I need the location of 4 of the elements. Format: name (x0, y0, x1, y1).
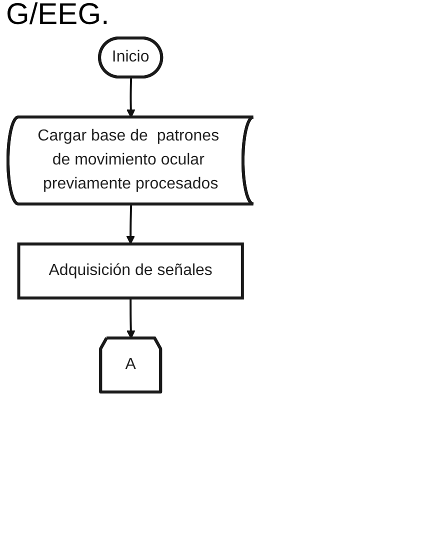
arrow (126, 204, 135, 244)
node-box: Adquisición de señales (17, 242, 244, 300)
arrow (126, 298, 136, 339)
heading-text: G/EEG. (6, 0, 110, 30)
